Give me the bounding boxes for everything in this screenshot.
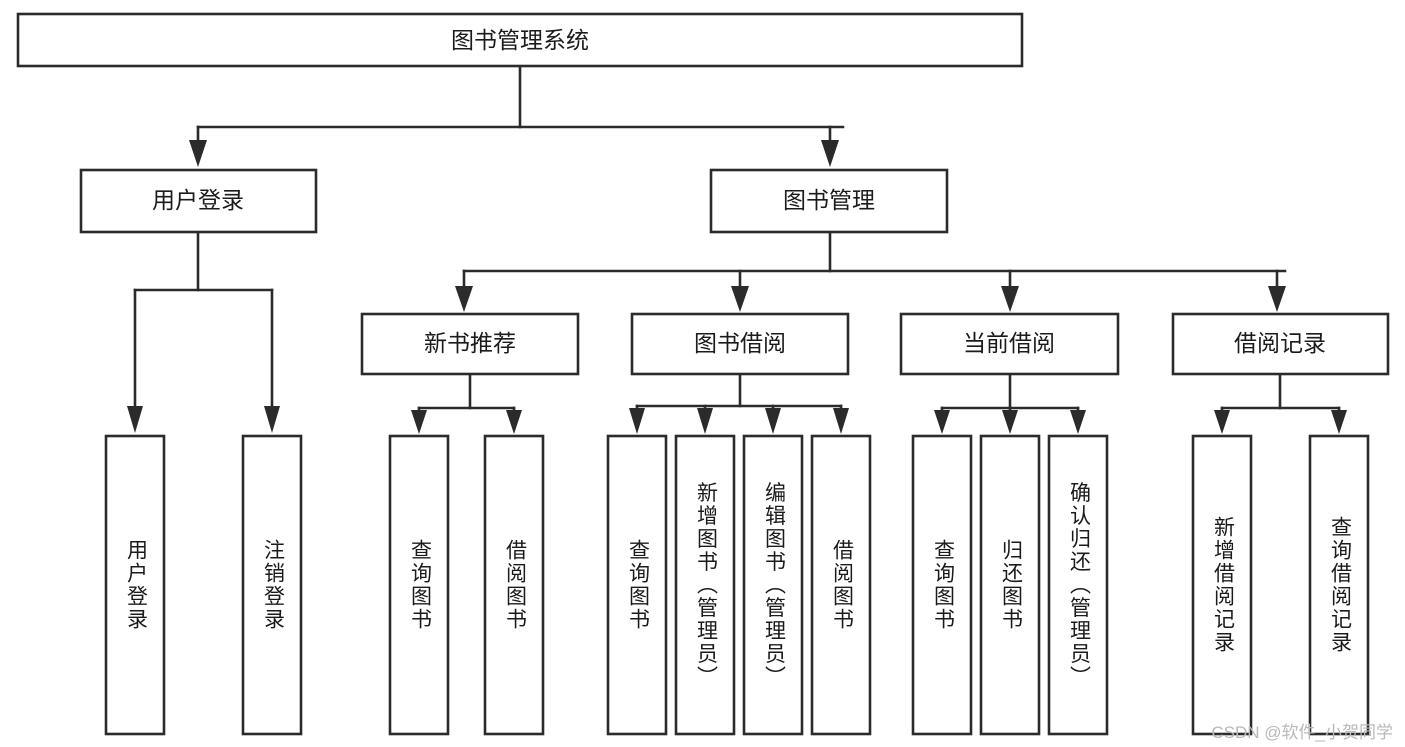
node-current-borrow[interactable]: 当前借阅 (899, 312, 1120, 376)
node-borrow-record-label: 借阅记录 (1234, 330, 1326, 356)
connector-group-borrow-record (1214, 372, 1347, 434)
arrow-bb-c3-icon (765, 408, 781, 434)
node-leaf-borrow-book-2-box[interactable] (810, 434, 872, 736)
node-leaf-borrow-book-1-box[interactable] (483, 434, 545, 736)
node-leaf-add-record-label: 新增借阅记录 (1211, 516, 1235, 654)
arrow-book-manage-c3-icon (1001, 286, 1019, 312)
node-leaf-logout-login-box[interactable] (241, 434, 303, 736)
node-leaf-logout-login[interactable]: 注销登录 (241, 434, 303, 736)
node-leaf-borrow-book-1[interactable]: 借阅图书 (483, 434, 545, 736)
connector-group-book-borrow (629, 372, 849, 434)
node-leaf-logout-login-label: 注销登录 (261, 539, 285, 631)
node-book-borrow[interactable]: 图书借阅 (630, 312, 850, 376)
node-leaf-query-book-2[interactable]: 查询图书 (606, 434, 668, 736)
arrow-bb-c4-icon (833, 408, 849, 434)
node-current-borrow-box[interactable] (899, 312, 1120, 376)
node-leaf-query-record-box[interactable] (1308, 434, 1370, 736)
node-leaf-query-book-1[interactable]: 查询图书 (388, 434, 450, 736)
arrow-user-login-child2-icon (264, 406, 280, 433)
connector-group-current-borrow (934, 372, 1086, 434)
arrow-cb-c2-icon (1002, 410, 1018, 434)
arrow-bb-c2-icon (697, 408, 713, 434)
node-leaf-add-book-box[interactable] (674, 434, 736, 736)
node-new-book-recommend[interactable]: 新书推荐 (360, 312, 580, 376)
node-leaf-add-record[interactable]: 新增借阅记录 (1191, 434, 1253, 736)
node-leaf-user-login-box[interactable] (104, 434, 166, 736)
node-leaf-return-book-box[interactable] (979, 434, 1041, 736)
node-new-book-recommend-box[interactable] (360, 312, 580, 376)
arrow-book-manage-c2-icon (731, 286, 749, 312)
node-book-manage[interactable]: 图书管理 (709, 168, 949, 234)
node-leaf-add-book[interactable]: 新增图书（管理员） (674, 434, 736, 736)
arrow-bb-c1-icon (629, 408, 645, 434)
node-new-book-recommend-label: 新书推荐 (424, 330, 516, 356)
arrow-br-c2-icon (1331, 410, 1347, 434)
arrow-cb-c1-icon (934, 410, 950, 434)
node-leaf-query-record-label: 查询借阅记录 (1328, 516, 1352, 654)
arrow-br-c1-icon (1214, 410, 1230, 434)
node-current-borrow-label: 当前借阅 (963, 330, 1055, 356)
node-root[interactable]: 图书管理系统 (16, 12, 1024, 68)
node-leaf-edit-book-label: 编辑图书（管理员） (762, 482, 786, 689)
node-leaf-query-record[interactable]: 查询借阅记录 (1308, 434, 1370, 736)
connector-group-book-manage (455, 230, 1287, 312)
node-leaf-query-book-2-box[interactable] (606, 434, 668, 736)
node-leaf-borrow-book-1-label: 借阅图书 (503, 539, 527, 631)
node-leaf-add-book-label: 新增图书（管理员） (694, 482, 718, 689)
node-leaf-user-login[interactable]: 用户登录 (104, 434, 166, 736)
arrow-user-login-child1-icon (127, 406, 143, 433)
node-root-box[interactable] (16, 12, 1024, 68)
node-book-borrow-label: 图书借阅 (694, 330, 786, 356)
node-root-label: 图书管理系统 (451, 27, 589, 53)
arrow-book-manage-c4-icon (1268, 286, 1286, 312)
node-leaf-borrow-book-2[interactable]: 借阅图书 (810, 434, 872, 736)
arrow-root-to-book-manage-icon (821, 140, 839, 167)
node-leaf-query-book-3-label: 查询图书 (931, 539, 955, 631)
node-leaf-return-book[interactable]: 归还图书 (979, 434, 1041, 736)
node-leaf-user-login-label: 用户登录 (124, 539, 148, 631)
connector-group-user-login (127, 230, 280, 433)
node-book-manage-label: 图书管理 (783, 187, 875, 213)
node-user-login-box[interactable] (79, 168, 318, 234)
node-leaf-confirm-return-box[interactable] (1047, 434, 1109, 736)
arrow-nbr-c1-icon (411, 410, 427, 434)
node-user-login-label: 用户登录 (152, 187, 244, 213)
node-leaf-query-book-1-label: 查询图书 (408, 539, 432, 631)
node-leaf-query-book-3[interactable]: 查询图书 (911, 434, 973, 736)
node-book-borrow-box[interactable] (630, 312, 850, 376)
node-book-manage-box[interactable] (709, 168, 949, 234)
node-leaf-edit-book-box[interactable] (742, 434, 804, 736)
connector-group-new-book-recommend (411, 372, 522, 434)
node-leaf-query-book-2-label: 查询图书 (626, 539, 650, 631)
arrow-nbr-c2-icon (506, 410, 522, 434)
node-user-login[interactable]: 用户登录 (79, 168, 318, 234)
node-leaf-query-book-3-box[interactable] (911, 434, 973, 736)
node-borrow-record[interactable]: 借阅记录 (1171, 312, 1390, 376)
arrow-cb-c3-icon (1070, 410, 1086, 434)
node-leaf-add-record-box[interactable] (1191, 434, 1253, 736)
node-leaf-confirm-return[interactable]: 确认归还（管理员） (1047, 434, 1109, 736)
node-leaf-return-book-label: 归还图书 (999, 539, 1023, 631)
node-leaf-edit-book[interactable]: 编辑图书（管理员） (742, 434, 804, 736)
arrow-book-manage-c1-icon (455, 286, 473, 312)
connector-group-root (189, 64, 845, 167)
node-leaf-borrow-book-2-label: 借阅图书 (830, 539, 854, 631)
arrow-root-to-user-login-icon (189, 140, 207, 167)
node-leaf-query-book-1-box[interactable] (388, 434, 450, 736)
node-leaf-confirm-return-label: 确认归还（管理员） (1067, 482, 1091, 689)
node-borrow-record-box[interactable] (1171, 312, 1390, 376)
